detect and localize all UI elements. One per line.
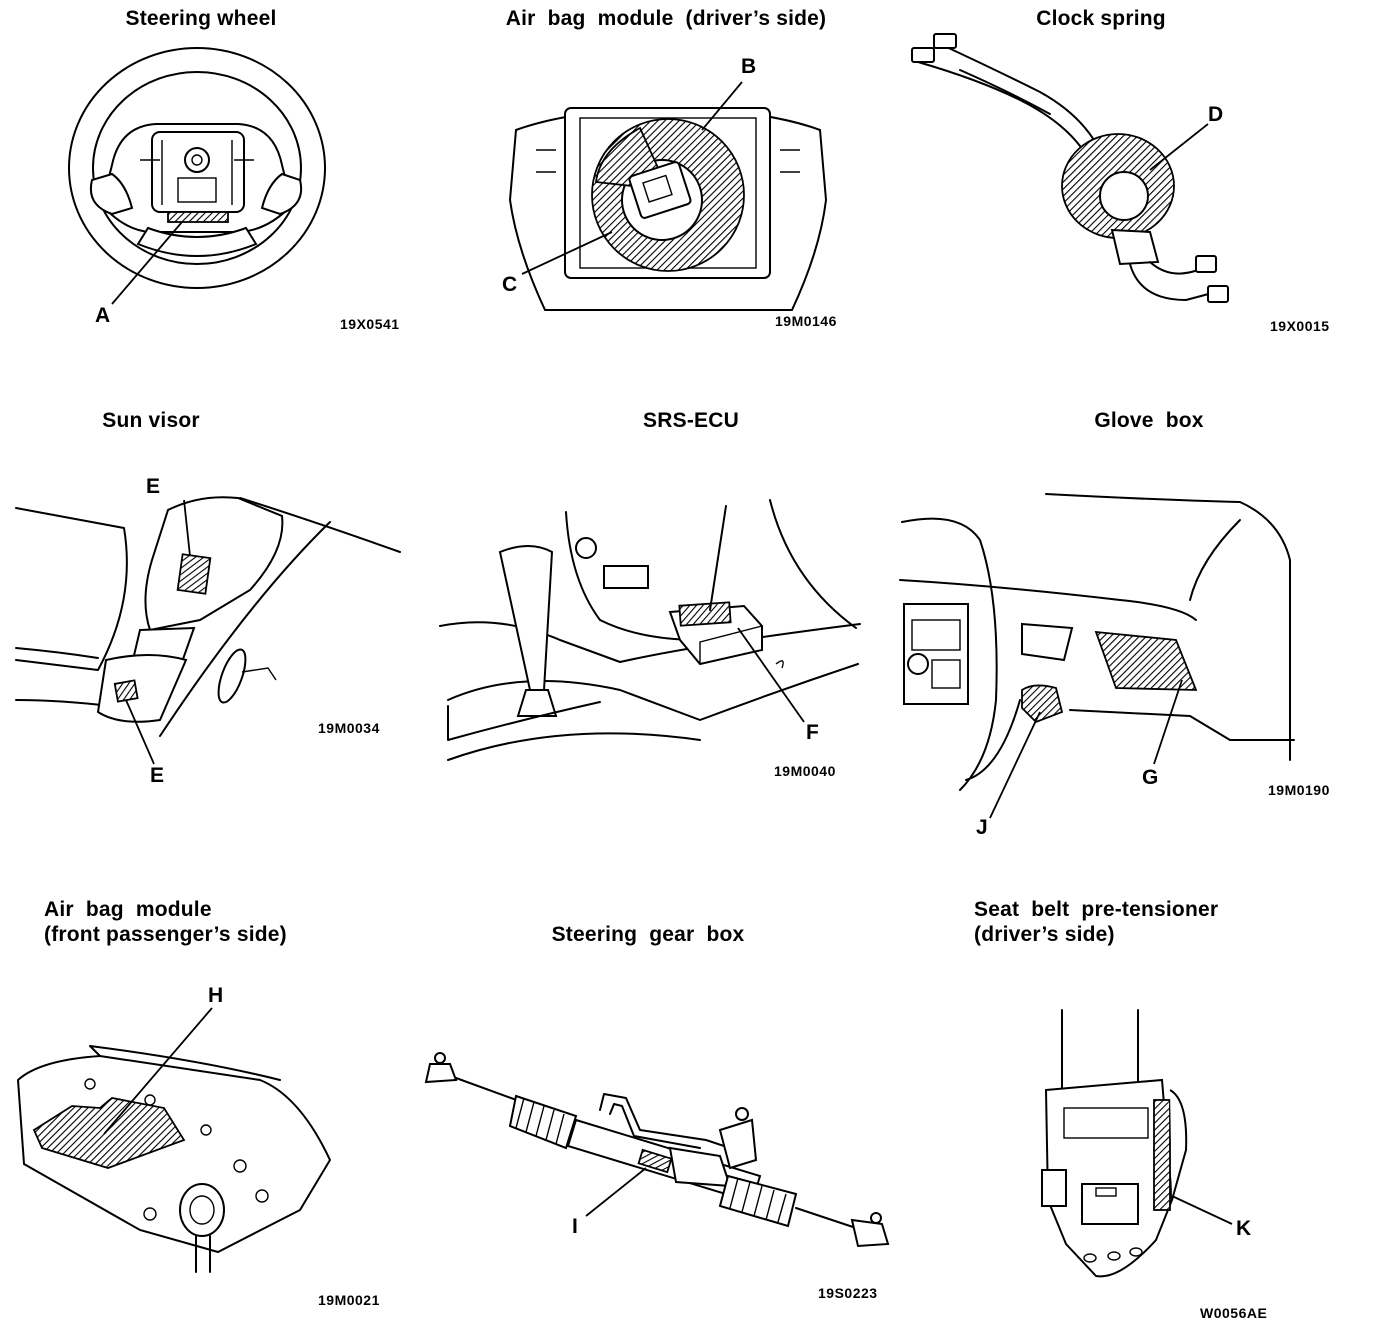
panel-title-steering-wheel: Steering wheel [125,7,277,30]
figure-code-steering-wheel: 19X0541 [340,316,400,332]
figure-code-clock-spring: 19X0015 [1270,318,1330,334]
callout-J: J [976,816,988,839]
callout-F: F [806,721,819,744]
callout-H: H [208,984,224,1007]
steering-wheel-drawing [68,47,326,305]
callout-C: C [502,273,518,296]
callout-G: G [1142,766,1159,789]
callout-E-upper: E [146,475,161,498]
callout-I: I [572,1215,578,1238]
panel-title-seat-belt-pretensioner: Seat belt pre-tensioner (driver’s side) [974,898,1219,946]
callout-B: B [741,55,757,78]
seat-belt-pretensioner-drawing [1041,1009,1233,1278]
figure-code-glove-box: 19M0190 [1268,782,1330,798]
callout-E-lower: E [150,764,165,787]
panel-title-glove-box: Glove box [1094,409,1204,432]
figure-code-srs-ecu: 19M0040 [774,763,836,779]
figure-code-airbag-driver: 19M0146 [775,313,837,329]
glove-box-drawing [899,493,1295,819]
panel-title-airbag-driver: Air bag module (driver’s side) [505,7,827,30]
panel-title-srs-ecu: SRS-ECU [643,409,739,432]
srs-ecu-drawing [439,499,861,761]
panel-title-sun-visor: Sun visor [102,409,200,432]
callout-D: D [1208,103,1224,126]
figure-code-sun-visor: 19M0034 [318,720,380,736]
callout-A: A [95,304,111,327]
figure-code-seat-belt-pretensioner: W0056AE [1200,1305,1268,1321]
sun-visor-drawing [15,496,401,765]
figure-code-steering-gear-box: 19S0223 [818,1285,878,1301]
airbag-driver-drawing [508,81,828,311]
panel-title-airbag-passenger: Air bag module (front passenger’s side) [44,898,287,946]
steering-gear-box-drawing [424,1052,890,1248]
airbag-passenger-drawing [16,1007,332,1273]
clock-spring-drawing [911,33,1229,303]
callout-K: K [1236,1217,1252,1240]
figure-code-airbag-passenger: 19M0021 [318,1292,380,1308]
panel-title-clock-spring: Clock spring [1036,7,1166,30]
panel-title-steering-gear-box: Steering gear box [551,923,745,946]
